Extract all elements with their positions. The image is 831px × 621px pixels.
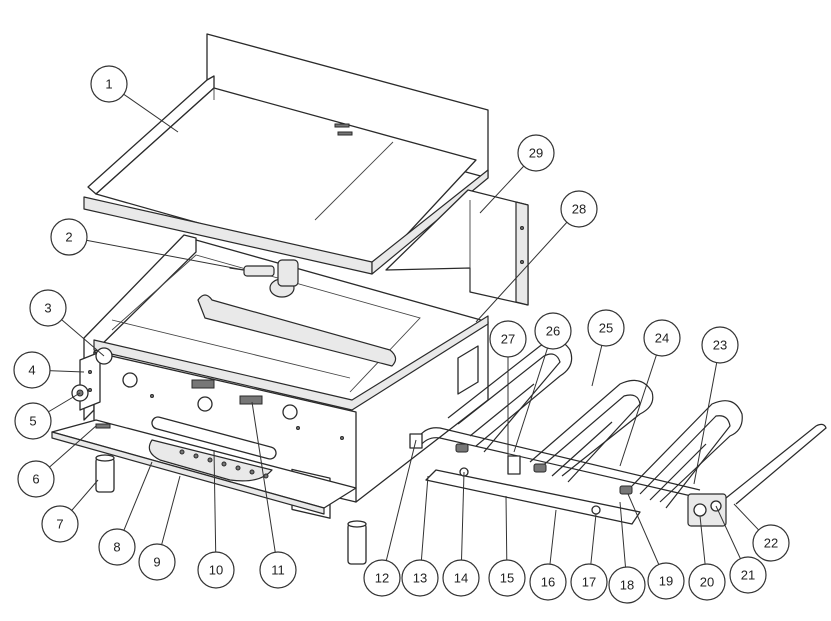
callout-5: 5 [14, 402, 52, 440]
drip-tray [51, 416, 357, 515]
callout-8: 8 [98, 528, 136, 566]
callout-label: 4 [28, 363, 35, 378]
callout-label: 12 [375, 571, 389, 586]
callout-23: 23 [701, 326, 739, 364]
callout-13: 13 [401, 559, 439, 597]
callout-label: 20 [700, 575, 714, 590]
callout-21: 21 [729, 556, 767, 594]
callout-label: 25 [599, 321, 613, 336]
callout-19: 19 [647, 562, 685, 600]
callout-label: 9 [153, 555, 160, 570]
callout-29: 29 [517, 134, 555, 172]
callout-1: 1 [90, 65, 128, 103]
callout-label: 1 [105, 77, 112, 92]
callouts: 1 2 3 4 5 6 7 8 9 10 11 12 13 14 15 16 1… [13, 65, 790, 604]
callout-label: 13 [413, 571, 427, 586]
callout-28: 28 [560, 190, 598, 228]
callout-26: 26 [534, 312, 572, 350]
callout-label: 7 [56, 517, 63, 532]
callout-16: 16 [529, 563, 567, 601]
legs [95, 454, 367, 565]
burner-holes [179, 449, 269, 479]
callout-label: 28 [572, 202, 586, 217]
callout-2: 2 [50, 218, 88, 256]
callout-22: 22 [752, 524, 790, 562]
callout-label: 26 [546, 324, 560, 339]
gas-valve [229, 259, 299, 298]
callout-label: 6 [32, 472, 39, 487]
rear-panel [385, 189, 529, 306]
callout-label: 27 [501, 332, 515, 347]
callout-10: 10 [197, 551, 235, 589]
callout-label: 29 [529, 146, 543, 161]
callout-4: 4 [13, 351, 51, 389]
callout-3: 3 [29, 289, 67, 327]
callout-label: 2 [65, 230, 72, 245]
callout-11: 11 [259, 551, 297, 589]
callout-15: 15 [488, 559, 526, 597]
callout-7: 7 [41, 505, 79, 543]
callout-label: 22 [764, 536, 778, 551]
griddle-plate [83, 33, 489, 275]
callout-label: 21 [741, 568, 755, 583]
callout-label: 24 [655, 331, 669, 346]
callout-17: 17 [570, 563, 608, 601]
callout-12: 12 [363, 559, 401, 597]
callout-label: 5 [29, 414, 36, 429]
callout-6: 6 [17, 460, 55, 498]
callout-label: 18 [620, 578, 634, 593]
callout-label: 15 [500, 571, 514, 586]
callout-label: 16 [541, 575, 555, 590]
callout-label: 19 [659, 574, 673, 589]
callout-24: 24 [643, 319, 681, 357]
callout-27: 27 [489, 320, 527, 358]
callout-label: 23 [713, 338, 727, 353]
callout-label: 11 [271, 563, 285, 578]
callout-label: 14 [454, 571, 468, 586]
callout-14: 14 [442, 559, 480, 597]
callout-25: 25 [587, 309, 625, 347]
callout-label: 10 [209, 563, 223, 578]
callout-18: 18 [608, 566, 646, 604]
callout-20: 20 [688, 563, 726, 601]
callout-label: 8 [113, 540, 120, 555]
callout-label: 17 [582, 575, 596, 590]
callout-9: 9 [138, 543, 176, 581]
callout-label: 3 [44, 301, 51, 316]
